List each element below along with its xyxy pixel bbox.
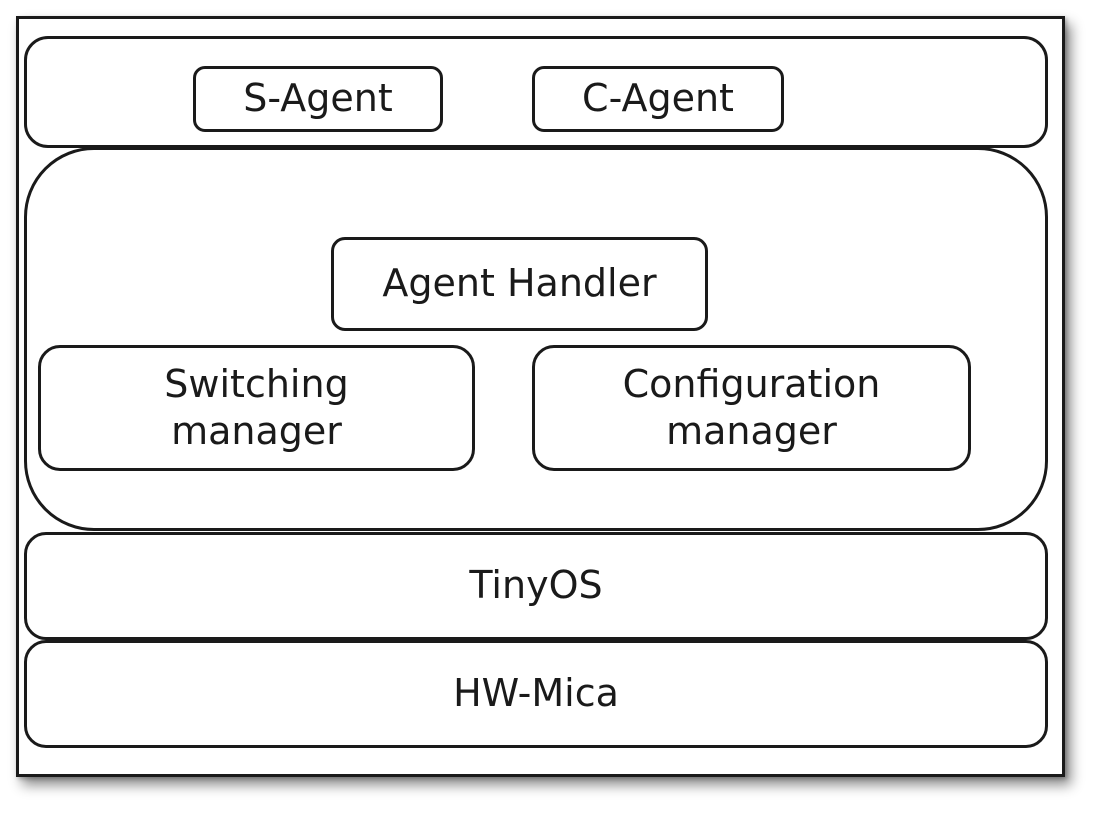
middleware-layer <box>24 147 1048 531</box>
c-agent-box: C-Agent <box>532 66 784 132</box>
s-agent-label: S-Agent <box>243 76 393 121</box>
switching-manager-label: Switching manager <box>164 361 349 454</box>
hw-mica-layer: HW-Mica <box>24 640 1048 748</box>
tinyos-layer: TinyOS <box>24 532 1048 640</box>
configuration-manager-box: Configuration manager <box>532 345 971 471</box>
switching-manager-box: Switching manager <box>38 345 475 471</box>
tinyos-label: TinyOS <box>469 563 603 608</box>
c-agent-label: C-Agent <box>582 76 734 121</box>
s-agent-box: S-Agent <box>193 66 443 132</box>
agent-handler-box: Agent Handler <box>331 237 708 331</box>
configuration-manager-label: Configuration manager <box>622 361 881 454</box>
hw-mica-label: HW-Mica <box>453 671 619 716</box>
agent-handler-label: Agent Handler <box>382 261 657 306</box>
